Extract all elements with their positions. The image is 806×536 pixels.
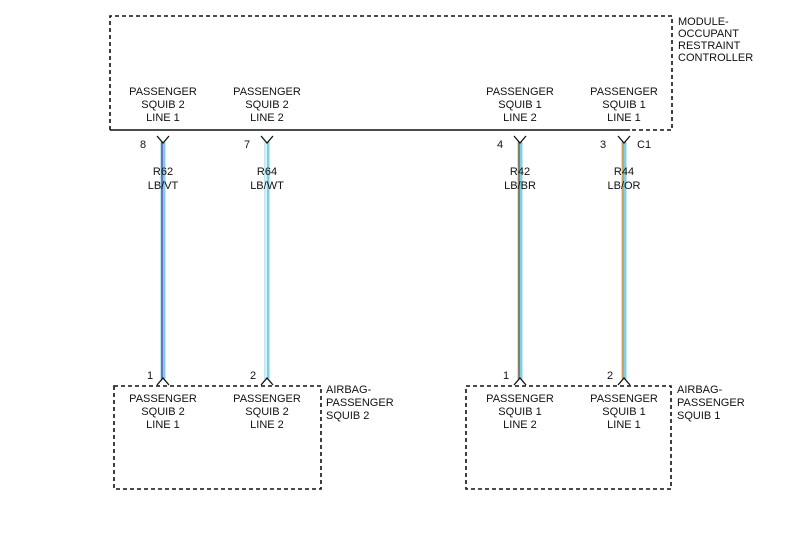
wire-layer — [160, 142, 627, 379]
module-pin-label: LINE 2 — [250, 112, 284, 124]
squib-pin-label: SQUIB 1 — [498, 406, 541, 418]
module-name-line: RESTRAINT — [678, 40, 741, 52]
wire-labels: R62 LB/VT R64 LB/WT R42 LB/BR R44 LB/OR — [148, 166, 641, 192]
wire-color: LB/BR — [504, 180, 536, 192]
squib-pin-label: LINE 1 — [146, 419, 180, 431]
squib-pin-label: LINE 2 — [250, 419, 284, 431]
squib-pin-label: SQUIB 1 — [602, 406, 645, 418]
module-pin-label: LINE 1 — [607, 112, 641, 124]
squib-pin-label: SQUIB 2 — [141, 406, 184, 418]
squib2-outline — [113, 385, 322, 490]
module-pin-number: 8 — [140, 139, 146, 151]
module-pin-label: SQUIB 1 — [602, 99, 645, 111]
squib2-name-line: SQUIB 2 — [326, 410, 369, 422]
wire-circuit: R42 — [510, 166, 530, 178]
module-name-line: MODULE- — [678, 16, 729, 28]
connector-terminal-icon — [617, 135, 631, 144]
squib-pin-label: PASSENGER — [590, 393, 658, 405]
module-pin-number: 3 — [600, 139, 606, 151]
module-name: MODULE- OCCUPANT RESTRAINT CONTROLLER — [678, 16, 753, 64]
module-outline — [109, 15, 673, 131]
squib1-name-line: AIRBAG- — [677, 384, 723, 396]
squib-pin-number: 2 — [607, 370, 613, 382]
squib-pin-number: 1 — [503, 370, 509, 382]
module-pin-label: LINE 1 — [146, 112, 180, 124]
squib-pin-label: LINE 1 — [607, 419, 641, 431]
wire-circuit: R62 — [153, 166, 173, 178]
module-pin-number: 7 — [244, 139, 250, 151]
module-pin-number: 4 — [497, 139, 503, 151]
module-pin-label: SQUIB 2 — [141, 99, 184, 111]
squib1-name: AIRBAG- PASSENGER SQUIB 1 — [677, 384, 745, 422]
connector-terminal-icon — [156, 135, 170, 144]
squib-pin-labels: PASSENGER SQUIB 2 LINE 1 PASSENGER SQUIB… — [129, 393, 658, 431]
squib2-name: AIRBAG- PASSENGER SQUIB 2 — [326, 384, 394, 422]
squib-pin-number: 2 — [250, 370, 256, 382]
squib-pin-label: PASSENGER — [233, 393, 301, 405]
squib-connector-ticks — [156, 377, 631, 386]
squib2-name-line: PASSENGER — [326, 397, 394, 409]
connector-terminal-icon — [260, 135, 274, 144]
module-pin-label: SQUIB 1 — [498, 99, 541, 111]
module-pin-label: PASSENGER — [486, 86, 554, 98]
squib-pin-label: LINE 2 — [503, 419, 537, 431]
squib-pin-label: PASSENGER — [486, 393, 554, 405]
squib-pin-label: PASSENGER — [129, 393, 197, 405]
squib-pin-number: 1 — [147, 370, 153, 382]
wire-color: LB/OR — [607, 180, 640, 192]
wire-circuit: R64 — [257, 166, 277, 178]
wire-r42 — [517, 142, 523, 379]
module-pin-label: PASSENGER — [590, 86, 658, 98]
connector-terminal-icon — [513, 377, 527, 386]
module-pin-label: SQUIB 2 — [245, 99, 288, 111]
wire-r44 — [621, 142, 627, 379]
connector-terminal-icon — [617, 377, 631, 386]
squib-pin-label: SQUIB 2 — [245, 406, 288, 418]
connector-terminal-icon — [513, 135, 527, 144]
module-pin-label: PASSENGER — [129, 86, 197, 98]
module-name-line: CONTROLLER — [678, 52, 753, 64]
wire-r62 — [160, 142, 166, 379]
wire-color: LB/VT — [148, 180, 179, 192]
squib2-name-line: AIRBAG- — [326, 384, 372, 396]
module-pin-label: LINE 2 — [503, 112, 537, 124]
module-pin-label: PASSENGER — [233, 86, 301, 98]
squib1-name-line: PASSENGER — [677, 397, 745, 409]
module-pin-labels: PASSENGER SQUIB 2 LINE 1 PASSENGER SQUIB… — [129, 86, 658, 124]
squib1-name-line: SQUIB 1 — [677, 410, 720, 422]
wire-circuit: R44 — [614, 166, 634, 178]
wire-r64 — [264, 142, 270, 379]
connector-terminal-icon — [156, 377, 170, 386]
module-name-line: OCCUPANT — [678, 28, 739, 40]
connector-id: C1 — [637, 139, 651, 151]
connector-terminal-icon — [260, 377, 274, 386]
module-connector-ticks — [156, 135, 631, 144]
wire-color: LB/WT — [250, 180, 284, 192]
